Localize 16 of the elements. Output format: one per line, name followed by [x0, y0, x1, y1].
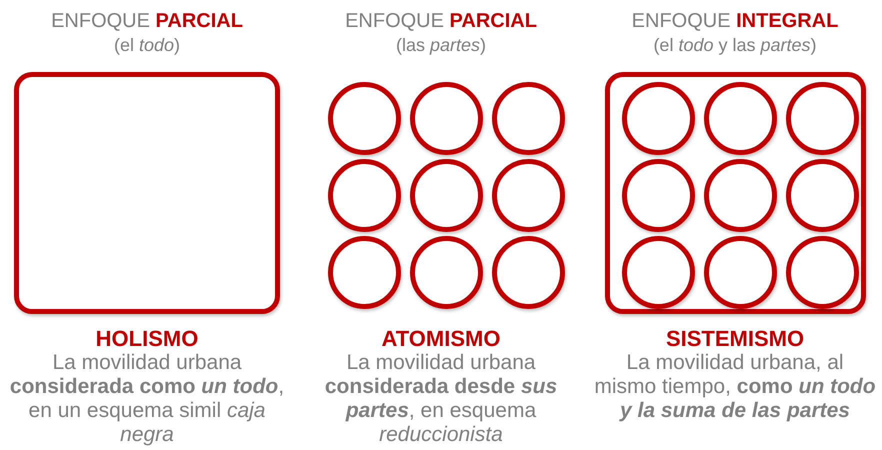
approach-subtitle: (las partes)	[394, 34, 488, 56]
circle	[786, 82, 859, 155]
concept-description: La movilidad urbana considerada desde sus partes, en esquema reduccionista	[324, 351, 558, 447]
approach-heading: ENFOQUE INTEGRAL	[630, 9, 840, 33]
approach-heading: ENFOQUE PARCIAL	[344, 9, 538, 33]
rounded-square	[605, 72, 866, 314]
circle	[622, 236, 695, 309]
approach-subtitle: (el todo y las partes)	[652, 34, 818, 56]
concept-description: La movilidad urbana considerada como un todo, en un esquema simil caja negra	[8, 351, 286, 447]
concept-title: SISTEMISMO	[664, 326, 806, 352]
concept-description: La movilidad urbana, al mismo tiempo, como un todo y la suma de las partes	[594, 351, 876, 423]
rounded-square	[14, 72, 280, 314]
concept-title: HOLISMO	[94, 326, 200, 352]
concept-title: ATOMISMO	[380, 326, 502, 352]
approach-heading: ENFOQUE PARCIAL	[50, 9, 244, 33]
approach-subtitle: (el todo)	[112, 34, 182, 56]
